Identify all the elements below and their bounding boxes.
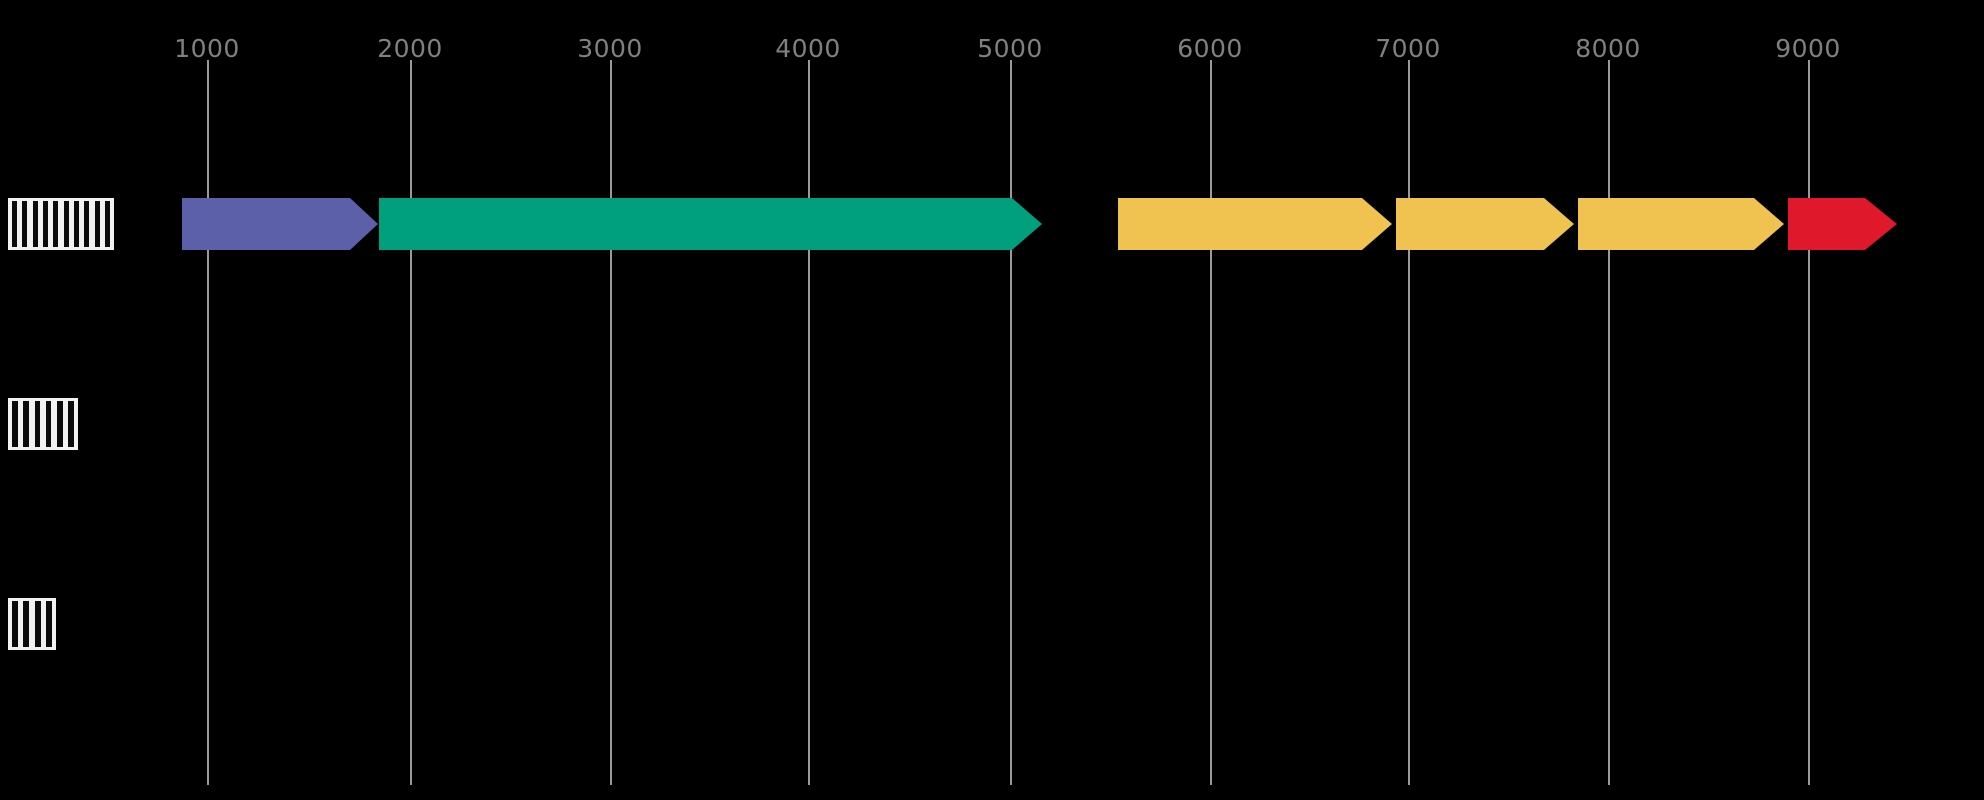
label-bar [104,201,110,247]
track-label-1[interactable] [8,198,114,250]
label-bar [34,401,41,447]
label-bar [42,201,49,247]
label-bar [63,201,69,247]
gridline-8000 [1608,60,1610,785]
label-bar [12,201,18,247]
label-bar [34,601,41,647]
label-bar [23,601,30,647]
gridline-7000 [1408,60,1410,785]
gridline-1000 [207,60,209,785]
label-bar [12,401,18,447]
label-bar [22,201,28,247]
label-bar [68,401,74,447]
feature-red-shape [1788,198,1897,250]
axis-tick-label-4000: 4000 [775,34,841,63]
axis-tick-label-2000: 2000 [377,34,443,63]
feature-teal-shape [379,198,1042,250]
axis-tick-label-7000: 7000 [1375,34,1441,63]
feature-yellow-1-shape [1118,198,1392,250]
label-bar [23,401,29,447]
label-bar [46,601,52,647]
feature-blue[interactable] [182,198,378,250]
label-bar [84,201,90,247]
axis-tick-label-9000: 9000 [1775,34,1841,63]
feature-yellow-2[interactable] [1396,198,1574,250]
label-bar [12,601,18,647]
gridline-2000 [410,60,412,785]
label-bar [45,401,52,447]
gridline-3000 [610,60,612,785]
feature-red[interactable] [1788,198,1897,250]
label-bar [32,201,38,247]
axis-tick-label-3000: 3000 [577,34,643,63]
track-label-2[interactable] [8,398,78,450]
axis-tick-label-5000: 5000 [977,34,1043,63]
label-bar [73,201,80,247]
label-bar [57,401,63,447]
gridline-6000 [1210,60,1212,785]
gridline-4000 [808,60,810,785]
feature-yellow-3[interactable] [1578,198,1784,250]
axis-tick-label-8000: 8000 [1575,34,1641,63]
axis-tick-label-1000: 1000 [174,34,240,63]
label-bar [94,201,100,247]
feature-blue-shape [182,198,378,250]
feature-yellow-2-shape [1396,198,1574,250]
feature-teal[interactable] [379,198,1042,250]
axis-tick-label-6000: 6000 [1177,34,1243,63]
feature-yellow-3-shape [1578,198,1784,250]
track-label-3[interactable] [8,598,56,650]
feature-yellow-1[interactable] [1118,198,1392,250]
gridline-5000 [1010,60,1012,785]
gridline-9000 [1808,60,1810,785]
label-bar [53,201,59,247]
